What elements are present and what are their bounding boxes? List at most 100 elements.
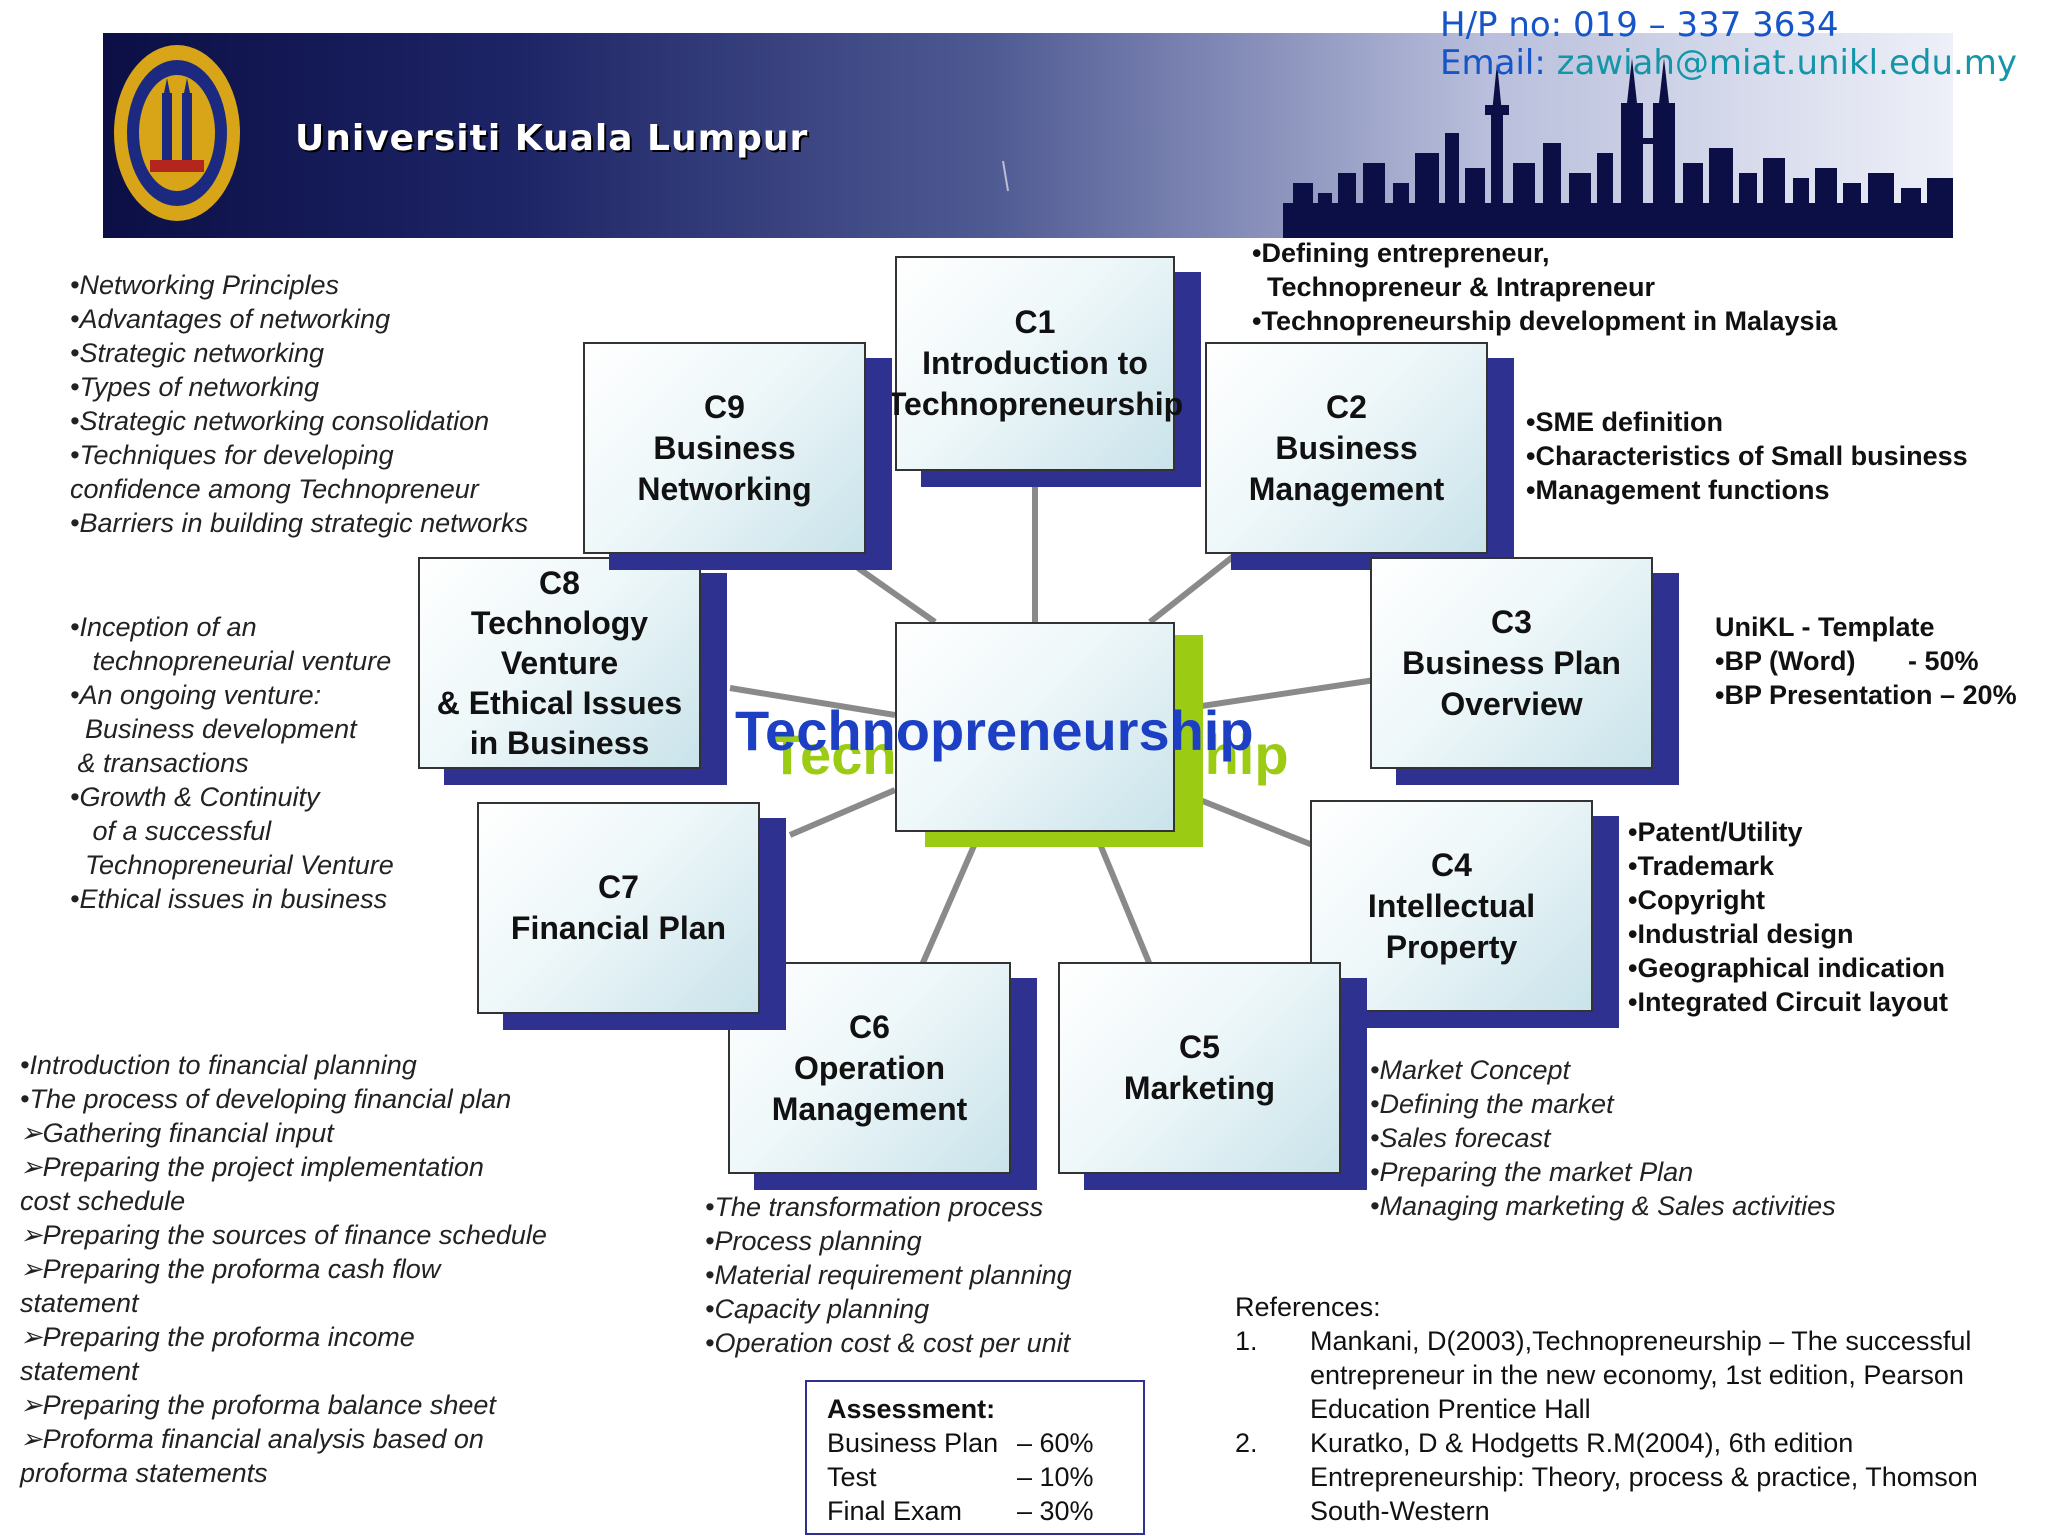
assessment-label: Test (827, 1462, 877, 1492)
reference-number: 2. (1235, 1428, 1258, 1458)
node-title-line: Networking (637, 470, 812, 507)
connector-c2 (1148, 552, 1237, 625)
topics-c5: •Market Concept •Defining the market •Sa… (1370, 1053, 1836, 1223)
topic-item: of a successful (70, 816, 272, 846)
node-title-line: & Ethical Issues (436, 685, 683, 721)
topic-item: •Trademark (1628, 851, 1775, 881)
connector-c7 (788, 787, 897, 838)
node-title-line: Technology (470, 605, 649, 641)
topics-c7: •Introduction to financial planning •The… (20, 1048, 547, 1490)
topic-item: •Techniques for developing (70, 440, 394, 470)
topic-item: •Industrial design (1628, 919, 1854, 949)
topics-c9: •Networking Principles •Advantages of ne… (70, 268, 528, 540)
assessment-label: Business Plan (827, 1428, 999, 1458)
node-title-line: Venture (500, 645, 619, 681)
node-title-line: in Business (469, 725, 650, 761)
topic-item: Business development (70, 714, 357, 744)
topic-item: •The transformation process (705, 1192, 1044, 1222)
topic-item: •Integrated Circuit layout (1628, 987, 1948, 1017)
topic-item: •Types of networking (70, 372, 320, 402)
assessment-value: – 30% (1017, 1496, 1094, 1526)
node-c3: C3 Business Plan Overview (1370, 557, 1653, 769)
connector-c3 (1174, 677, 1376, 713)
topic-item: & transactions (70, 748, 249, 778)
university-crest-icon (110, 38, 245, 228)
node-code: C4 (1431, 846, 1472, 883)
node-code: C1 (1014, 304, 1056, 340)
assessment-title: Assessment: (827, 1394, 996, 1424)
node-title-line: Technopreneurship (886, 386, 1184, 422)
topic-item: •Geographical indication (1628, 953, 1945, 983)
topic-item: •Capacity planning (705, 1294, 930, 1324)
reference-text: Kuratko, D & Hodgetts R.M(2004), 6th edi… (1310, 1428, 1978, 1526)
node-c9: C9 Business Networking (583, 342, 866, 554)
reference-item: 2. Kuratko, D & Hodgetts R.M(2004), 6th e… (1235, 1426, 2035, 1528)
assessment-value: – 60% (1017, 1428, 1094, 1458)
node-title-line: Business (653, 429, 796, 466)
connector-c6 (919, 830, 983, 967)
connector-c9 (856, 565, 937, 625)
topic-item: •Characteristics of Small business (1526, 441, 1968, 471)
topic-item: •Strategic networking (70, 338, 325, 368)
topic-item: •Barriers in building strategic networks (70, 508, 529, 538)
topic-item: •SME definition (1526, 407, 1723, 437)
node-title-line: Marketing (1123, 1070, 1276, 1106)
assessment-value: – 10% (1017, 1462, 1094, 1492)
node-title-line: Business Plan (1402, 644, 1621, 681)
assessment-row: Test – 10% (827, 1460, 1143, 1494)
topic-item: technopreneurial venture (70, 646, 392, 676)
node-code: C5 (1179, 1029, 1220, 1065)
topic-item: ➢Gathering financial input (20, 1118, 334, 1148)
contact-email-link[interactable]: zawiah@miat.unikl.edu.my (1556, 43, 2018, 83)
node-title-line: Operation (793, 1049, 946, 1086)
topic-item: •Copyright (1628, 885, 1765, 915)
reference-item: 1.Mankani, D(2003),Technopreneurship – T… (1235, 1324, 2035, 1426)
topic-item: ➢Preparing the proforma balance sheet (20, 1390, 496, 1420)
topic-item: ➢Preparing the sources of finance schedu… (20, 1220, 547, 1250)
topic-item: •Defining the market (1370, 1089, 1614, 1119)
topic-item: ➢Preparing the proforma cash flow (20, 1254, 441, 1284)
topic-item: •BP (Word) - 50% (1715, 646, 1979, 676)
references-title: References: (1235, 1292, 1381, 1322)
topic-item: Technopreneur & Intrapreneur (1252, 272, 1656, 302)
node-code: C2 (1326, 388, 1367, 425)
topic-item: •Networking Principles (70, 270, 340, 300)
node-title-line: Financial Plan (510, 910, 727, 946)
connector-c5 (1092, 830, 1153, 967)
topic-item: •Process planning (705, 1226, 922, 1256)
topics-c4: •Patent/Utility •Trademark •Copyright •I… (1628, 815, 1948, 1019)
node-title-line: Management (771, 1090, 968, 1127)
topic-item: ➢Proforma financial analysis based on (20, 1424, 484, 1454)
topic-item: proforma statements (20, 1458, 268, 1488)
topic-item: •Management functions (1526, 475, 1830, 505)
topic-item: •Patent/Utility (1628, 817, 1803, 847)
assessment-row: Final Exam– 30% (827, 1494, 1143, 1528)
node-title-line: Overview (1440, 685, 1583, 722)
topic-item: •Ethical issues in business (70, 884, 388, 914)
topics-c8: •Inception of an technopreneurial ventur… (70, 610, 394, 916)
topic-item: statement (20, 1356, 139, 1386)
topic-item: confidence among Technopreneur (70, 474, 479, 504)
topic-item: •Preparing the market Plan (1370, 1157, 1694, 1187)
topic-item: statement (20, 1288, 139, 1318)
topics-c6: •The transformation process •Process pla… (705, 1190, 1072, 1360)
node-c7: C7 Financial Plan (477, 802, 760, 1014)
topic-item: •Material requirement planning (705, 1260, 1072, 1290)
topic-item: •Market Concept (1370, 1055, 1571, 1085)
node-c2: C2 Business Management (1205, 342, 1488, 554)
topic-item: •Growth & Continuity (70, 782, 320, 812)
node-title-line: Management (1248, 470, 1445, 507)
node-code: C6 (849, 1008, 890, 1045)
contact-phone: H/P no: 019 – 337 3634 (1440, 5, 1839, 45)
topic-item: •Sales forecast (1370, 1123, 1551, 1153)
topic-item: •Defining entrepreneur, (1252, 238, 1550, 268)
topic-item: Technopreneurial Venture (70, 850, 394, 880)
references: References: 1.Mankani, D(2003),Technopre… (1235, 1290, 2035, 1528)
topic-item: ➢Preparing the project implementation (20, 1152, 484, 1182)
topics-c1: •Defining entrepreneur, Technopreneur & … (1252, 236, 1837, 338)
node-title-line: Property (1385, 928, 1518, 965)
topic-item: •The process of developing financial pla… (20, 1084, 512, 1114)
topic-item: UniKL - Template (1715, 612, 1935, 642)
node-code: C8 (539, 565, 580, 601)
node-title-line: Business (1275, 429, 1418, 466)
